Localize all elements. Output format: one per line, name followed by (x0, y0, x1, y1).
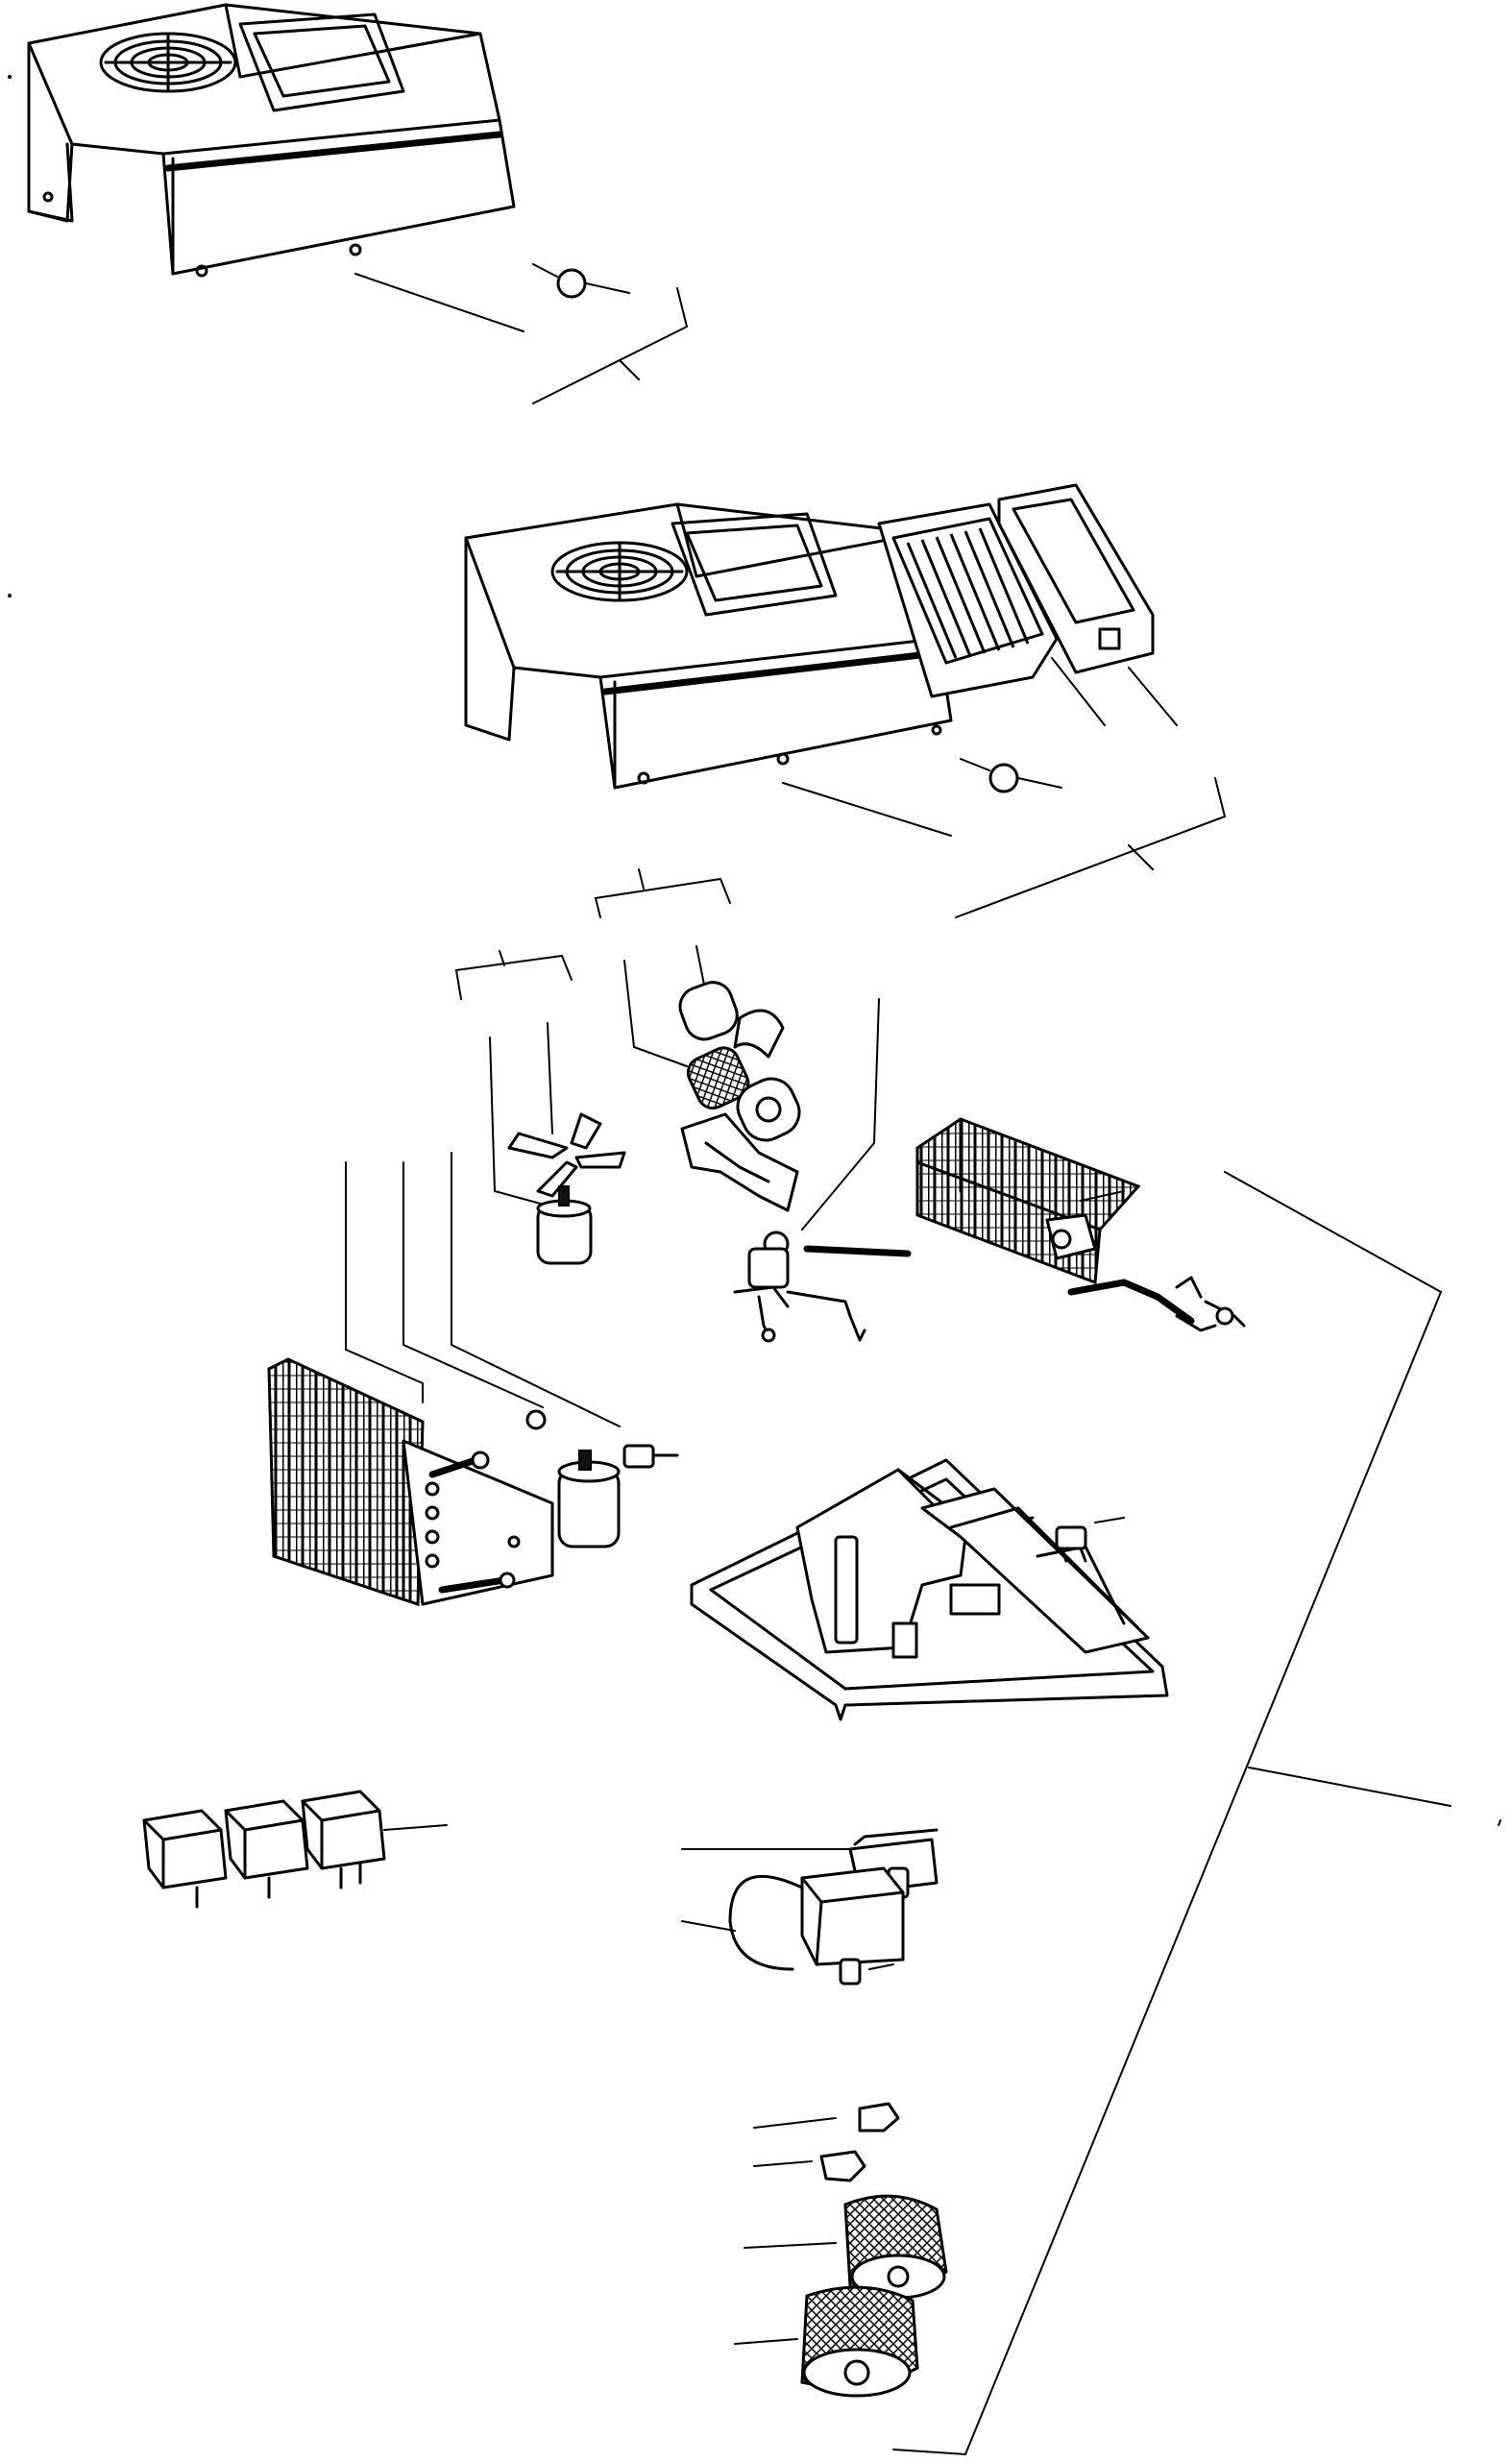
knobs (734, 2102, 948, 2398)
leader-line-evaporator (1080, 1190, 1125, 1202)
louver (877, 502, 1059, 698)
cover-assembly-middle (464, 502, 953, 790)
receiver-drier (557, 1450, 621, 1548)
small-fitting (525, 1409, 547, 1430)
leader-lines-top (354, 273, 689, 404)
leader-lines-condenser (345, 1152, 621, 1427)
screw-top (532, 263, 587, 299)
evaporator (915, 1117, 1246, 1332)
page-marks (8, 75, 12, 597)
cover-assembly-top (27, 3, 516, 278)
thermostat (681, 1828, 939, 1986)
blower-motor (678, 981, 801, 1212)
fan-motor-small (536, 1185, 593, 1265)
fan-grille-icon (99, 32, 237, 93)
base-housing (690, 1458, 1169, 1721)
valve-fitting (622, 1444, 679, 1469)
fan-blade-icon (507, 1112, 626, 1198)
group-bracket (892, 1171, 1501, 2456)
expansion-valve (733, 998, 912, 1343)
relays (142, 1790, 448, 1909)
bracket-lines (454, 868, 731, 1207)
screw-middle (960, 758, 1019, 793)
clip-part (1055, 1517, 1125, 1563)
fan-grille-icon (550, 541, 689, 602)
condenser-core (267, 1357, 554, 1607)
duct (997, 483, 1155, 674)
leader-lines-middle (782, 657, 1227, 918)
